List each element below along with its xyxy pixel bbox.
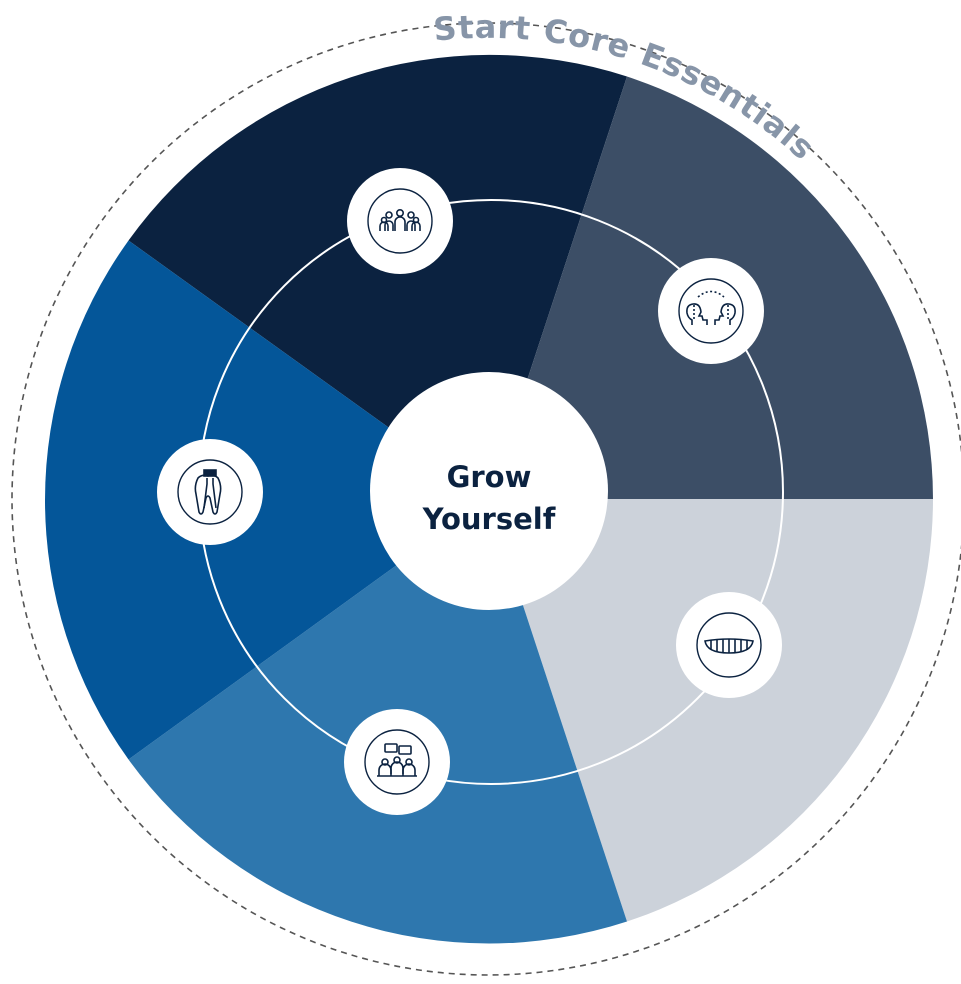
segment-lower-right (488, 499, 933, 922)
segment-left (45, 240, 489, 760)
tooth-root-canal-icon (194, 469, 222, 515)
teeth-smile-icon (704, 638, 754, 654)
icon-badge-teeth[interactable] (676, 592, 782, 698)
icon-badge-tooth[interactable] (157, 439, 263, 545)
head-to-head-icon (686, 290, 736, 325)
icon-badge-heads[interactable] (658, 258, 764, 364)
group-discussion-icon (377, 743, 417, 777)
center-title-line2: Yourself (422, 502, 556, 536)
team-group-icon (379, 209, 421, 231)
center-circle (370, 372, 608, 610)
center-title-line1: Grow (447, 460, 532, 494)
icon-badge-team[interactable] (347, 168, 453, 274)
icon-badge-discussion[interactable] (344, 709, 450, 815)
